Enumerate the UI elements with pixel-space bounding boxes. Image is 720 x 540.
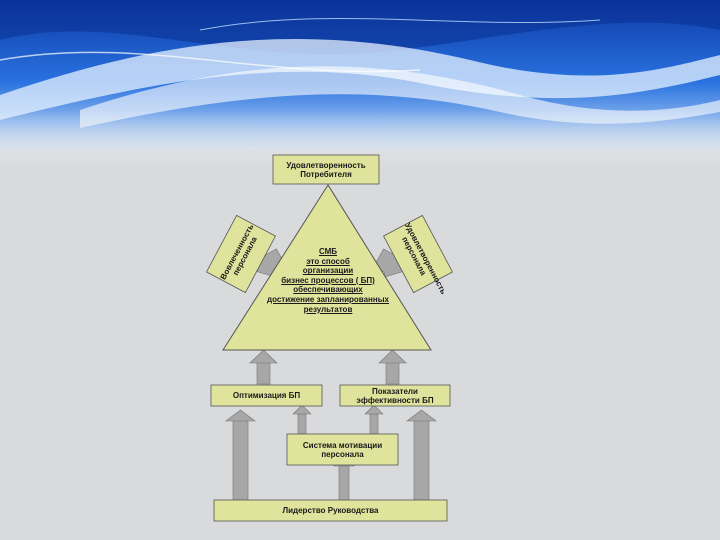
right-box xyxy=(383,214,453,294)
triangle-line-1: СМБ xyxy=(318,247,338,256)
indicators-box xyxy=(339,384,451,407)
left-box xyxy=(206,214,276,294)
top-box-line-2: Потребителя xyxy=(300,169,352,179)
leadership-left-arrow xyxy=(225,409,256,501)
leadership-box xyxy=(213,499,448,522)
top-box xyxy=(272,154,380,185)
triangle-text: СМБ это способ организации бизнес процес… xyxy=(258,247,398,314)
triangle-line-6: достижение запланированных xyxy=(267,294,389,304)
motivation-to-optimization-arrow xyxy=(292,404,312,435)
indicators-line-1: Показатели xyxy=(372,386,418,396)
triangle-line-7: результатов xyxy=(303,304,353,314)
motivation-line-1: Система мотивации xyxy=(302,440,383,450)
triangle-line-5: обеспечивающих xyxy=(293,285,363,295)
triangle-line-2: это способ xyxy=(306,256,350,266)
leadership-label: Лидерство Руководства xyxy=(282,506,379,515)
motivation-line-2: персонала xyxy=(321,449,364,459)
top-box-line-1: Удовлетворенность xyxy=(286,160,366,170)
optimization-to-triangle-arrow xyxy=(249,349,278,385)
motivation-box xyxy=(286,433,399,466)
motivation-to-indicators-arrow xyxy=(364,404,384,435)
central-triangle xyxy=(222,184,432,351)
optimization-box xyxy=(210,384,323,407)
triangle-line-3: организации xyxy=(302,266,354,276)
indicators-to-triangle-arrow xyxy=(378,349,407,385)
triangle-line-4: бизнес процессов ( БП) xyxy=(281,275,375,285)
indicators-line-2: эффективности БП xyxy=(356,395,434,405)
leadership-right-arrow xyxy=(406,409,437,501)
optimization-label: Оптимизация БП xyxy=(232,391,301,400)
